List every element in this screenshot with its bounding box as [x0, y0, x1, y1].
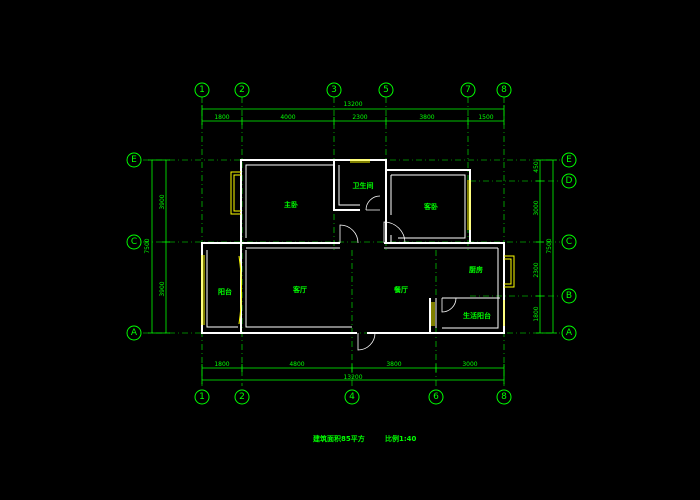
top-dim-4: 3800 — [419, 114, 434, 121]
room-label-kitchen: 厨房 — [469, 265, 483, 274]
axis-bubble-bottom-4: 4 — [344, 389, 360, 405]
right-axis-bubbles: E D C B A — [561, 152, 577, 341]
bottom-total-dim: 13200 — [343, 374, 362, 381]
svg-text:4: 4 — [349, 392, 355, 402]
svg-text:2: 2 — [239, 85, 245, 95]
svg-text:C: C — [131, 237, 137, 247]
svg-text:8: 8 — [501, 85, 507, 95]
room-label-dining-room: 餐厅 — [393, 285, 408, 294]
left-dim-1: 3900 — [159, 194, 166, 209]
svg-text:B: B — [566, 291, 572, 301]
bottom-dimensions: 1800 4800 3800 3000 13200 — [201, 361, 505, 384]
axis-bubble-top-1: 1 — [194, 82, 210, 98]
balcony-sliding-door — [238, 255, 242, 325]
bottom-dim-3: 3800 — [386, 361, 401, 368]
right-dim-3: 2300 — [533, 262, 540, 277]
axis-bubble-right-B: B — [561, 288, 577, 304]
svg-text:D: D — [566, 176, 573, 186]
svg-text:E: E — [131, 155, 137, 165]
svg-text:A: A — [566, 328, 573, 338]
svg-text:1: 1 — [199, 392, 205, 402]
room-label-service-balcony: 生活阳台 — [463, 311, 491, 320]
right-dim-1: 450 — [533, 161, 540, 173]
axis-bubble-top-7: 7 — [460, 82, 476, 98]
room-label-master-bedroom: 主卧 — [284, 200, 298, 209]
kitchen-door — [441, 297, 457, 313]
axis-bubble-top-5: 5 — [378, 82, 394, 98]
guest-room-door — [383, 221, 406, 244]
bottom-dim-4: 3000 — [462, 361, 477, 368]
right-dimensions: 450 3000 2300 1800 7500 — [533, 159, 557, 334]
axis-grid — [143, 97, 560, 386]
axis-bubble-bottom-8: 8 — [496, 389, 512, 405]
room-label-bathroom: 卫生间 — [353, 181, 374, 190]
axis-bubble-left-E: E — [126, 152, 142, 168]
right-dim-4: 1800 — [533, 306, 540, 321]
axis-bubble-top-3: 3 — [326, 82, 342, 98]
axis-bubble-bottom-6: 6 — [428, 389, 444, 405]
kitchen-bay-window — [504, 255, 515, 288]
axis-bubble-bottom-1: 1 — [194, 389, 210, 405]
svg-text:6: 6 — [433, 392, 439, 402]
svg-text:C: C — [566, 237, 572, 247]
left-total-dim: 7500 — [144, 238, 151, 253]
svg-text:2: 2 — [239, 392, 245, 402]
svg-text:8: 8 — [501, 392, 507, 402]
svg-text:3: 3 — [331, 85, 337, 95]
left-dim-2: 3900 — [159, 281, 166, 296]
entry-door — [357, 332, 376, 351]
svg-text:1: 1 — [199, 85, 205, 95]
top-dim-3: 2300 — [352, 114, 367, 121]
windows — [201, 159, 515, 326]
svg-text:E: E — [566, 155, 572, 165]
axis-bubble-top-8: 8 — [496, 82, 512, 98]
svg-text:7: 7 — [465, 85, 471, 95]
top-axis-bubbles: 1 2 3 5 7 8 — [194, 82, 512, 98]
left-dimensions: 7500 3900 3900 — [144, 159, 170, 334]
top-dim-1: 1800 — [214, 114, 229, 121]
axis-bubble-top-2: 2 — [234, 82, 250, 98]
top-dim-5: 1500 — [478, 114, 493, 121]
svg-text:5: 5 — [383, 85, 389, 95]
top-total-dim: 13200 — [343, 101, 362, 108]
axis-bubble-right-E: E — [561, 152, 577, 168]
area-caption: 建筑面积85平方 — [313, 434, 365, 443]
bottom-dim-2: 4800 — [289, 361, 304, 368]
bottom-axis-bubbles: 1 2 4 6 8 — [194, 389, 512, 405]
axis-bubble-right-D: D — [561, 173, 577, 189]
scale-caption: 比例1:40 — [385, 434, 417, 443]
axis-bubble-left-C: C — [126, 234, 142, 250]
axis-bubble-left-A: A — [126, 325, 142, 341]
left-axis-bubbles: E C A — [126, 152, 142, 341]
room-label-living-room: 客厅 — [292, 285, 307, 294]
axis-bubble-right-C: C — [561, 234, 577, 250]
top-dim-2: 4000 — [280, 114, 295, 121]
right-total-dim: 7500 — [546, 238, 553, 253]
axis-bubble-bottom-2: 2 — [234, 389, 250, 405]
room-label-guest-room: 客卧 — [423, 202, 438, 211]
axis-bubble-right-A: A — [561, 325, 577, 341]
doors — [339, 195, 457, 351]
room-labels: 主卧 卫生间 客卧 阳台 客厅 餐厅 厨房 生活阳台 — [218, 181, 491, 320]
bottom-dim-1: 1800 — [214, 361, 229, 368]
room-label-balcony: 阳台 — [218, 287, 232, 296]
bedroom-bay-window — [230, 171, 241, 215]
svg-text:A: A — [131, 328, 138, 338]
bedroom-door — [339, 224, 359, 244]
drawing-caption: 建筑面积85平方 比例1:40 — [313, 434, 417, 443]
top-dimensions: 13200 1800 4000 2300 3800 1500 — [201, 101, 505, 125]
bathroom-door — [365, 195, 381, 211]
right-dim-2: 3000 — [533, 200, 540, 215]
